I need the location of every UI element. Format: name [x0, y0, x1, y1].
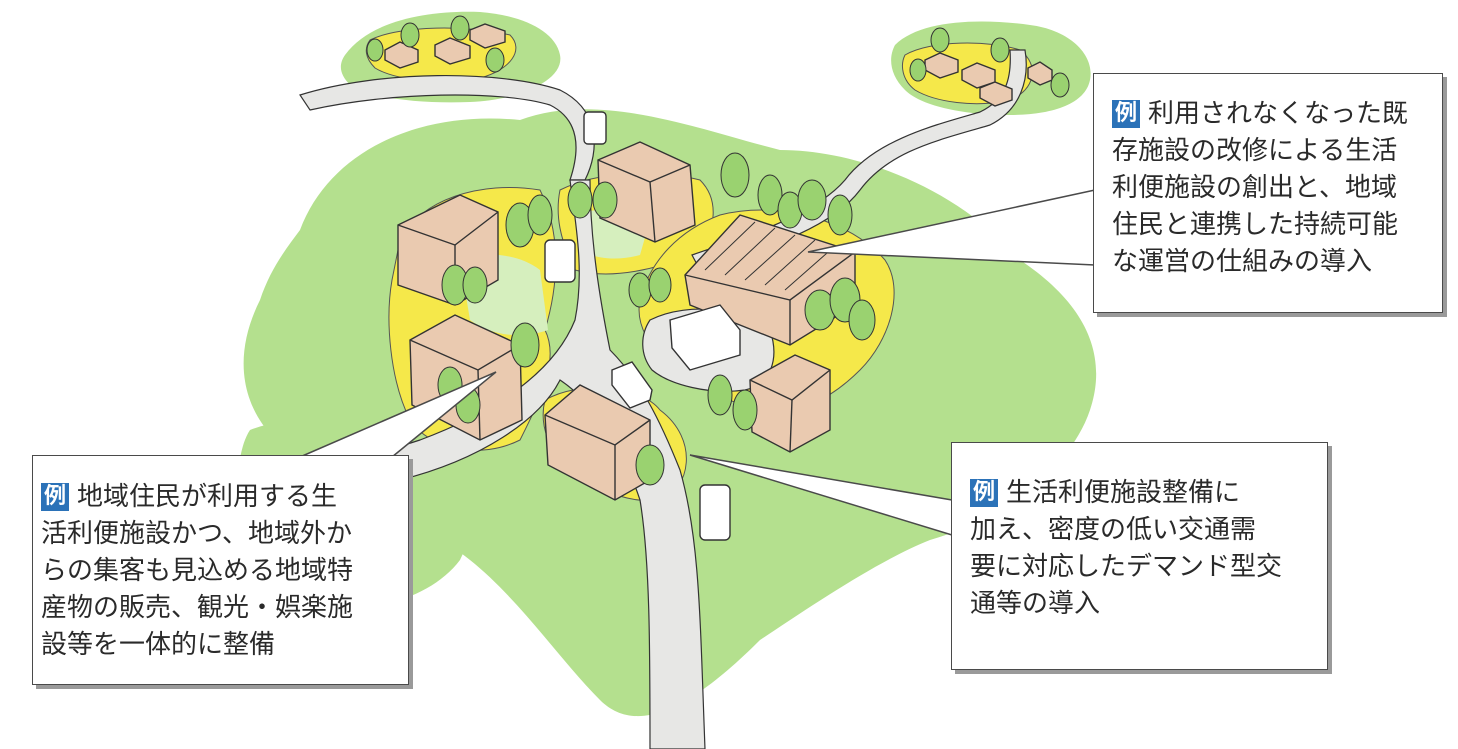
pointer-left	[299, 371, 497, 458]
callout-line: 通等の導入	[970, 589, 1101, 619]
callout-line: 要に対応したデマンド型交	[970, 552, 1283, 582]
callout-text: 例地域住民が利用する生 活利便施設かつ、地域外か らの集客も見込める地域特 産物…	[41, 479, 401, 664]
pointer-bottom-right	[689, 454, 953, 536]
callout-text: 例生活利便施設整備に 加え、密度の低い交通需 要に対応したデマンド型交 通等の導…	[970, 475, 1315, 623]
callout-pointers	[299, 189, 1096, 536]
callout-local-products: 例地域住民が利用する生 活利便施設かつ、地域外か らの集客も見込める地域特 産物…	[32, 455, 409, 685]
pointer-top-right	[807, 189, 1096, 266]
building-center	[597, 141, 696, 243]
callout-line: 例利用されなくなった既	[1112, 96, 1437, 133]
vehicles	[544, 111, 741, 541]
trees	[366, 15, 1070, 486]
callout-line: 産物の販売、観光・娯楽施	[41, 593, 354, 623]
callout-line: 例地域住民が利用する生	[41, 479, 401, 516]
house-top-right-3	[979, 81, 1013, 107]
car-center	[611, 361, 653, 409]
callout-line: らの集客も見込める地域特	[41, 556, 354, 586]
callout-line: 住民と連携した持続可能	[1112, 210, 1399, 240]
example-badge: 例	[970, 479, 999, 507]
callout-line: 利便施設の創出と、地域	[1112, 173, 1397, 203]
house-top-left-3	[469, 23, 506, 49]
example-badge: 例	[1112, 100, 1141, 128]
building-right	[749, 354, 831, 453]
bus-top	[583, 111, 607, 145]
bus-bottom	[699, 484, 731, 541]
callout-line: 存施設の改修による生活	[1112, 136, 1398, 166]
bus-parking	[669, 304, 741, 371]
bus-left	[544, 239, 576, 283]
callout-text: 例利用されなくなった既 存施設の改修による生活 利便施設の創出と、地域 住民と連…	[1112, 96, 1437, 281]
callout-facility-renovation: 例利用されなくなった既 存施設の改修による生活 利便施設の創出と、地域 住民と連…	[1093, 73, 1443, 313]
callout-line: な運営の仕組みの導入	[1112, 247, 1373, 277]
example-badge: 例	[41, 483, 70, 511]
house-top-left-2	[434, 37, 471, 65]
callout-demand-transit: 例生活利便施設整備に 加え、密度の低い交通需 要に対応したデマンド型交 通等の導…	[951, 442, 1328, 670]
callout-line: 活利便施設かつ、地域外か	[41, 519, 352, 549]
callout-line: 加え、密度の低い交通需	[970, 515, 1257, 545]
callout-line: 設等を一体的に整備	[41, 630, 276, 660]
house-top-left-1	[384, 41, 419, 69]
callout-line: 例生活利便施設整備に	[970, 475, 1315, 512]
